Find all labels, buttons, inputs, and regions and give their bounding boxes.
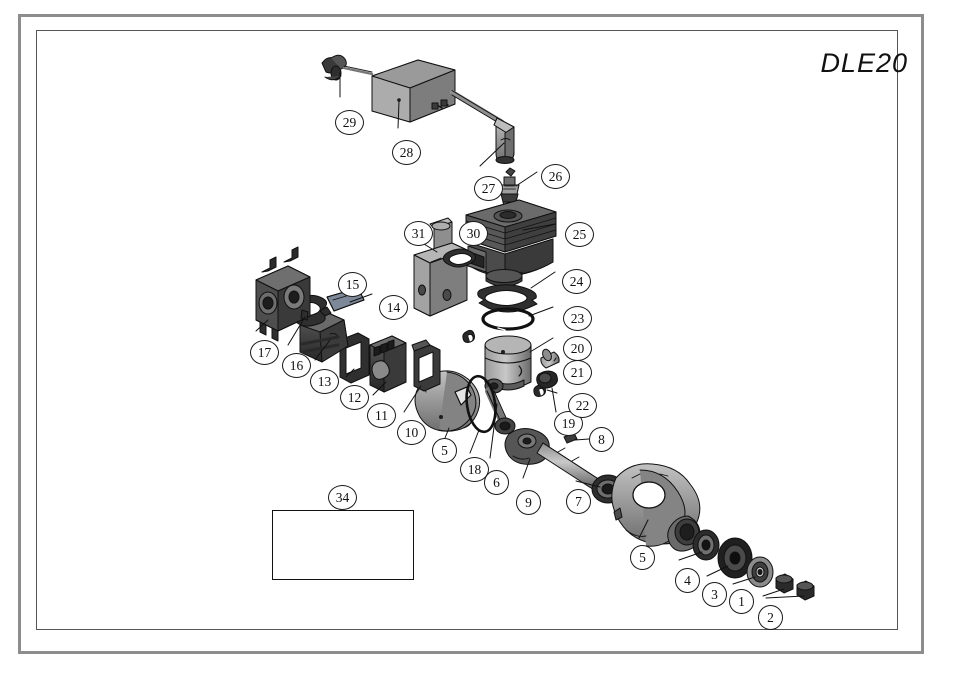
- callout-2[interactable]: 2: [758, 605, 783, 630]
- callout-31[interactable]: 31: [404, 221, 433, 246]
- page-title: DLE20: [820, 48, 908, 78]
- callout-16[interactable]: 16: [282, 353, 311, 378]
- part-11-reed-block: [369, 335, 407, 393]
- callout-26[interactable]: 26: [541, 164, 570, 189]
- callout-15[interactable]: 15: [338, 272, 367, 297]
- callout-23[interactable]: 23: [563, 306, 592, 331]
- part-27-spark-plug-cap: [493, 117, 515, 164]
- callout-7[interactable]: 7: [566, 489, 591, 514]
- part-12-intake-gasket: [339, 332, 370, 384]
- callout-5-housing[interactable]: 5: [630, 545, 655, 570]
- part-18-o-ring: [465, 374, 497, 434]
- callout-4[interactable]: 4: [675, 568, 700, 593]
- callout-29[interactable]: 29: [335, 110, 364, 135]
- callout-13[interactable]: 13: [310, 369, 339, 394]
- part-21-wrist-pin: [540, 348, 560, 369]
- part-30-muffler-gasket: [442, 248, 477, 268]
- callout-11[interactable]: 11: [367, 403, 396, 428]
- callout-12[interactable]: 12: [340, 385, 369, 410]
- part-24-base-gasket: [477, 284, 538, 313]
- part-9-crankshaft: [504, 428, 601, 491]
- part-22-pin-clip: [462, 329, 475, 343]
- callout-25[interactable]: 25: [565, 222, 594, 247]
- callout-27[interactable]: 27: [474, 176, 503, 201]
- part-1-drive-washer: [746, 556, 774, 588]
- callout-14[interactable]: 14: [379, 295, 408, 320]
- callout-10[interactable]: 10: [397, 420, 426, 445]
- callout-3[interactable]: 3: [702, 582, 727, 607]
- part-28-ignition-module: [371, 59, 505, 126]
- part-29-hall-sensor: [321, 54, 374, 81]
- callout-17[interactable]: 17: [250, 340, 279, 365]
- callout-6[interactable]: 6: [484, 470, 509, 495]
- part-17-carburetor: [255, 246, 311, 342]
- callout-1[interactable]: 1: [729, 589, 754, 614]
- part-2-prop-nuts: [775, 573, 815, 601]
- part-10-reed-gasket: [411, 339, 441, 392]
- callout-8[interactable]: 8: [589, 427, 614, 452]
- callout-28[interactable]: 28: [392, 140, 421, 165]
- part-3-drive-hub: [717, 537, 753, 579]
- callout-24[interactable]: 24: [562, 269, 591, 294]
- part-4-front-bearing: [692, 529, 720, 561]
- inner-border: [36, 30, 898, 630]
- part-19-bearing: [536, 370, 558, 389]
- callout-22[interactable]: 22: [568, 393, 597, 418]
- part-5-crankcase-housing: [611, 463, 701, 552]
- callout-9[interactable]: 9: [516, 490, 541, 515]
- part-25-cylinder: [465, 199, 557, 287]
- callout-5-cover[interactable]: 5: [432, 438, 457, 463]
- callout-34[interactable]: 34: [328, 485, 357, 510]
- callout-30[interactable]: 30: [459, 221, 488, 246]
- hardware-kit-box: [272, 510, 414, 580]
- callout-20[interactable]: 20: [563, 336, 592, 361]
- callout-18[interactable]: 18: [460, 457, 489, 482]
- callout-21[interactable]: 21: [563, 360, 592, 385]
- part-23-piston-ring: [481, 307, 535, 331]
